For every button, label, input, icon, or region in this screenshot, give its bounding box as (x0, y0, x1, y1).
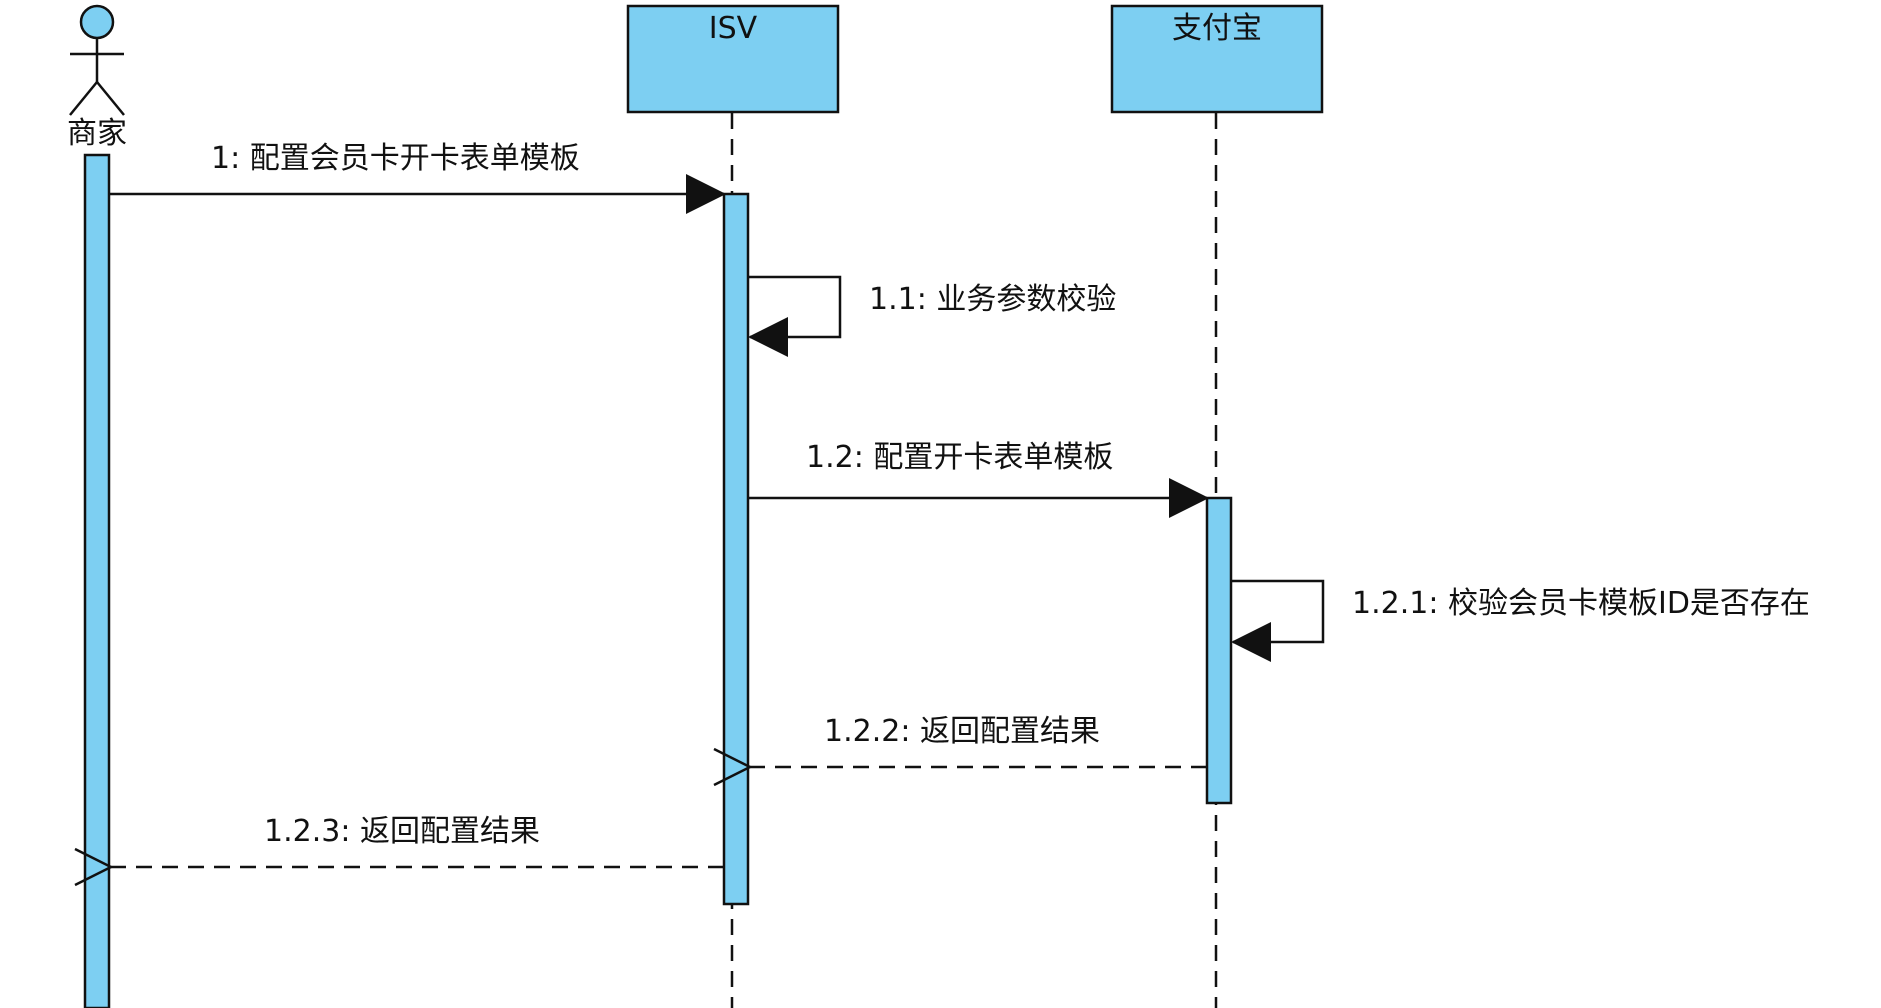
message-1-1-label: 1.1: 业务参数校验 (869, 282, 1116, 317)
actor-head (79, 4, 115, 40)
message-1-2-1-arrow (1231, 579, 1325, 662)
activation-merchant (83, 153, 111, 1008)
activation-alipay (1205, 496, 1233, 805)
actor-merchant: 商家 (67, 4, 127, 151)
message-1-1-arrow (748, 275, 842, 357)
participant-isv: ISV (626, 4, 840, 114)
activation-isv (722, 192, 750, 906)
message-1-label: 1: 配置会员卡开卡表单模板 (211, 141, 580, 176)
message-1-2-label: 1.2: 配置开卡表单模板 (806, 440, 1113, 475)
actor-merchant-label: 商家 (67, 116, 127, 151)
message-1-2-3-label: 1.2.3: 返回配置结果 (264, 814, 540, 849)
message-1-2-2-label: 1.2.2: 返回配置结果 (824, 714, 1100, 749)
participant-alipay: 支付宝 (1110, 4, 1324, 114)
message-1-2-1-label: 1.2.1: 校验会员卡模板ID是否存在 (1352, 586, 1810, 621)
participant-alipay-label: 支付宝 (1172, 11, 1262, 46)
participant-isv-label: ISV (709, 11, 758, 46)
